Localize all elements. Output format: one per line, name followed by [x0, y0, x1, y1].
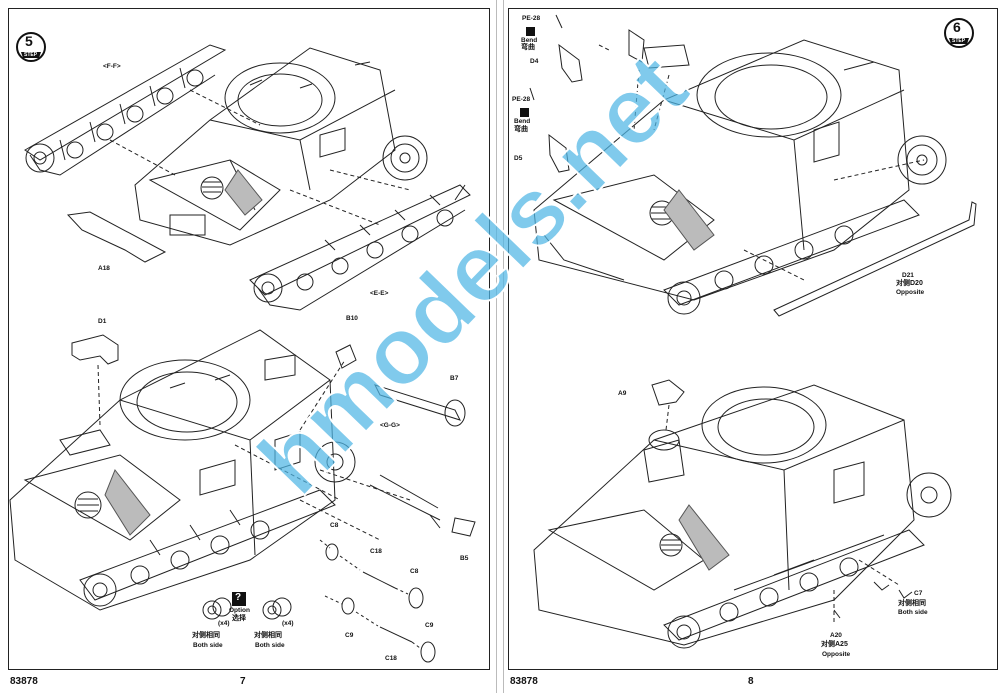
upper-hull-drawing — [134, 47, 396, 246]
assembly-arrows-wheels — [319, 539, 421, 649]
part-d21-rod — [773, 201, 977, 317]
lower-tracks — [79, 441, 356, 607]
label-a18: A18 — [98, 265, 110, 272]
page-frame — [8, 8, 490, 670]
label-c8-b: C8 — [410, 568, 419, 575]
label-a9: A9 — [618, 390, 627, 397]
label-c9-a: C9 — [345, 632, 354, 639]
label-a25: 对侧A25 — [821, 641, 848, 648]
step-number: 6 — [953, 19, 961, 35]
label-b5: B5 — [460, 555, 469, 562]
step-word: STEP — [952, 38, 966, 44]
step-5-drawing — [9, 44, 476, 663]
assembly-arrows-lower — [97, 359, 411, 541]
model-code: 83878 — [10, 676, 38, 687]
option-icon-box — [232, 592, 246, 606]
step-6-drawing — [520, 14, 977, 649]
label-d4: D4 — [530, 58, 539, 65]
label-bend-cn-a: 弯曲 — [521, 44, 535, 51]
label-d1: D1 — [98, 318, 107, 325]
label-d5: D5 — [514, 155, 523, 162]
label-opposite-a: Opposite — [896, 289, 925, 296]
lower-hull-drawing — [533, 384, 952, 646]
lower-tracks — [663, 529, 925, 649]
label-c18-a: C18 — [370, 548, 382, 555]
label-ff: <F-F> — [103, 63, 121, 70]
part-d1 — [71, 334, 119, 365]
label-b7: B7 — [450, 375, 459, 382]
label-both-cn-a: 对侧相同 — [192, 632, 220, 639]
step-word: STEP — [24, 52, 38, 58]
label-x4-b: (x4) — [282, 620, 294, 627]
label-c8-a: C8 — [330, 522, 339, 529]
label-ee: <E-E> — [370, 290, 389, 297]
assembly-arrows-lower — [665, 404, 900, 625]
label-c7: C7 — [914, 590, 923, 597]
upper-hull-drawing — [533, 39, 947, 301]
label-c18-b: C18 — [385, 655, 397, 662]
assembly-arrows-upper — [109, 89, 411, 226]
label-both-en-b: Both side — [255, 642, 285, 649]
part-gg-assembly — [335, 344, 476, 537]
label-a20: A20 — [830, 632, 842, 639]
road-wheel-set-b — [262, 597, 292, 620]
page-number: 8 — [748, 676, 754, 687]
label-pe28-b: PE-28 — [512, 96, 531, 103]
step-5-badge: 5 STEP — [16, 32, 46, 62]
part-c7-links — [873, 581, 913, 599]
label-d21: D21 — [902, 272, 914, 279]
instruction-page-8: 6 STEP — [504, 0, 1000, 693]
part-d4-d5-fenders — [529, 14, 690, 173]
part-a18-plate — [66, 211, 167, 263]
part-a20-link — [833, 609, 841, 619]
label-c9-b: C9 — [425, 622, 434, 629]
label-x4-a: (x4) — [218, 620, 230, 627]
lower-hull-drawing — [9, 329, 336, 611]
road-wheel-set-a — [202, 597, 232, 620]
label-opposite-b: Opposite — [822, 651, 851, 658]
step-6-badge: 6 STEP — [944, 18, 974, 48]
label-bend-en-a: Bend — [521, 37, 538, 44]
label-option-en: Option — [229, 607, 250, 614]
label-both-en: Both side — [898, 609, 928, 616]
label-pe28-a: PE-28 — [522, 15, 541, 22]
label-gg: <G-G> — [380, 422, 400, 429]
part-a9-hatch — [651, 379, 685, 406]
label-bend-en-b: Bend — [514, 118, 531, 125]
model-code: 83878 — [510, 676, 538, 687]
track-part-ee — [249, 184, 471, 311]
bend-icon-a — [526, 27, 535, 36]
page-frame — [508, 8, 998, 670]
label-both-cn-b: 对侧相同 — [254, 632, 282, 639]
instruction-page-7: 5 STEP — [0, 0, 496, 693]
upper-drive-sprocket — [382, 135, 428, 181]
label-d20: 对侧D20 — [896, 280, 923, 287]
label-both-cn: 对侧相同 — [898, 600, 926, 607]
part-c-wheels — [325, 543, 436, 663]
track-part-ff — [24, 44, 227, 176]
upper-tracks — [543, 199, 920, 315]
label-option-cn: 选择 — [232, 615, 246, 622]
label-b10: B10 — [346, 315, 358, 322]
assembly-arrows-upper — [598, 44, 925, 281]
step-number: 5 — [25, 33, 33, 49]
bend-icon-b — [520, 108, 529, 117]
page-gutter — [496, 0, 504, 693]
option-mark: ? — [235, 592, 242, 603]
label-both-en-a: Both side — [193, 642, 223, 649]
label-bend-cn-b: 弯曲 — [514, 126, 528, 133]
page-number: 7 — [240, 676, 246, 687]
